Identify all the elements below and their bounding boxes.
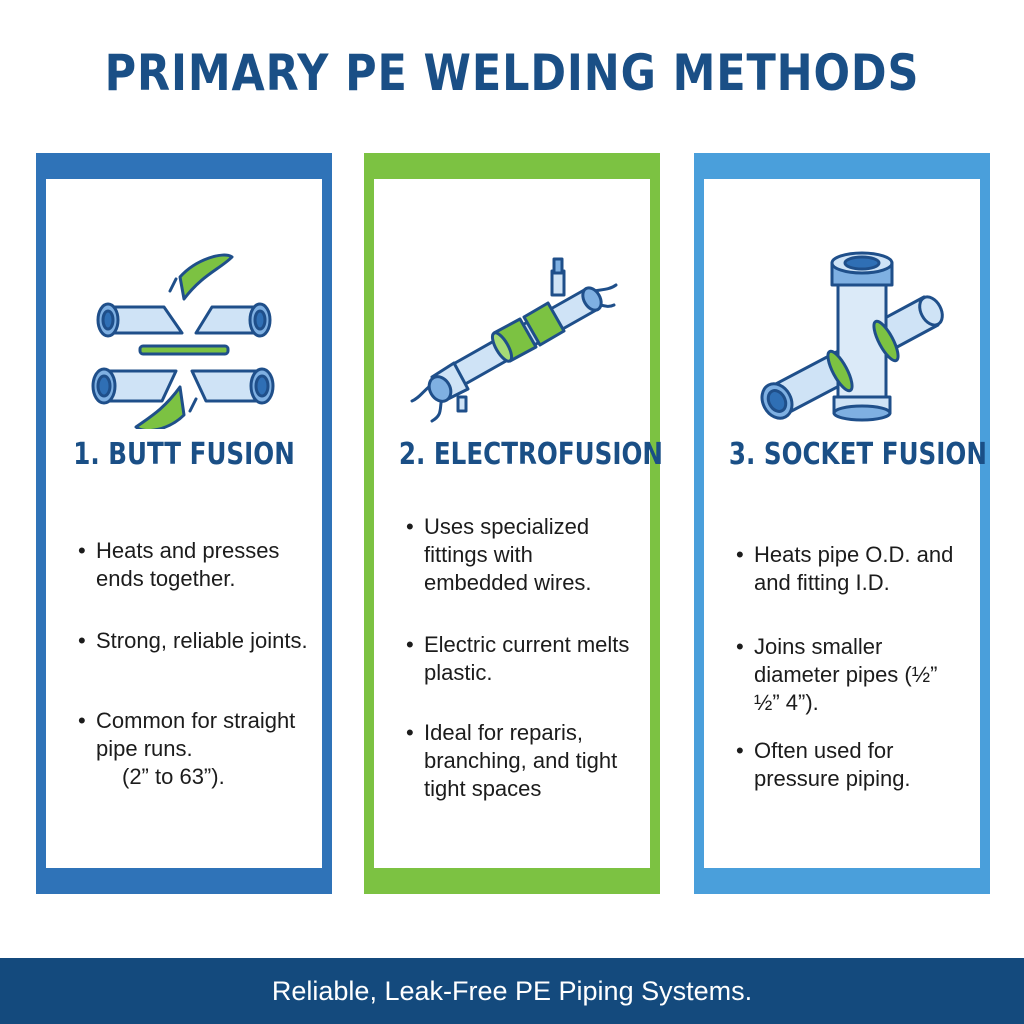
bullet-line: Uses specialized: [424, 514, 590, 539]
bullet-list: Heats and presses ends together. Strong,…: [78, 537, 314, 827]
bullet-line: Strong, reliable joints.: [96, 628, 308, 653]
bullet-line: pressure piping.: [754, 766, 911, 791]
bullet-line: branching, and tight: [424, 748, 618, 773]
bullet-line: tight spaces: [424, 776, 542, 801]
bullet-line: Common for straight: [96, 708, 296, 733]
bullet-line: Heats pipe O.D. and: [754, 542, 954, 567]
socket-tee-fitting-icon: [704, 229, 980, 429]
bullet-list: Heats pipe O.D. and and fitting I.D. Joi…: [736, 541, 972, 829]
bullet-item: Heats and presses ends together.: [78, 537, 314, 593]
bullet-line: (2” to 63”).: [122, 764, 225, 789]
bullet-item: Heats pipe O.D. and and fitting I.D.: [736, 541, 972, 597]
method-heading: 1. BUTT FUSION: [73, 437, 295, 472]
bullet-list: Uses specialized fittings with embedded …: [406, 513, 642, 839]
bullet-line: and fitting I.D.: [754, 570, 890, 595]
bullet-line: embedded wires.: [424, 570, 592, 595]
bullet-item: Common for straight pipe runs. (2” to 63…: [78, 707, 314, 791]
bullet-item: Ideal for reparis, branching, and tight …: [406, 719, 642, 803]
method-heading: 2. ELECTROFUSION: [398, 437, 663, 472]
footer-banner: Reliable, Leak-Free PE Piping Systems.: [0, 958, 1024, 1024]
panel-butt-fusion: 1. BUTT FUSION Heats and presses ends to…: [36, 153, 332, 894]
panel-socket-fusion: 3. SOCKET FUSION Heats pipe O.D. and and…: [694, 153, 990, 894]
panel-content: 2. ELECTROFUSION Uses specialized fittin…: [374, 179, 663, 868]
panel-content: 3. SOCKET FUSION Heats pipe O.D. and and…: [704, 179, 987, 868]
bullet-line: Joins smaller: [754, 634, 883, 659]
bullet-item: Electric current melts plastic.: [406, 631, 642, 687]
bullet-line: fittings with: [424, 542, 533, 567]
bullet-line: ends together.: [96, 566, 236, 591]
bullet-line: Heats and presses: [96, 538, 280, 563]
bullet-item: Uses specialized fittings with embedded …: [406, 513, 642, 597]
bullet-item: Strong, reliable joints.: [78, 627, 314, 655]
bullet-line: Ideal for reparis,: [424, 720, 583, 745]
bullet-line: Electric current melts: [424, 632, 630, 657]
bullet-item: Joins smaller diameter pipes (½” ½” 4”).: [736, 633, 972, 717]
bullet-line: pipe runs.: [96, 736, 193, 761]
method-heading: 3. SOCKET FUSION: [728, 437, 987, 472]
panel-electrofusion: 2. ELECTROFUSION Uses specialized fittin…: [364, 153, 663, 894]
bullet-item: Often used for pressure piping.: [736, 737, 972, 793]
electrofusion-fitting-icon: [374, 229, 650, 429]
footer-tagline: Reliable, Leak-Free PE Piping Systems.: [271, 976, 753, 1006]
bullet-line: diameter pipes (½”: [754, 662, 938, 687]
page-title: PRIMARY PE WELDING METHODS: [104, 44, 920, 102]
bullet-line: plastic.: [424, 660, 493, 685]
butt-fusion-pipes-icon: [46, 229, 322, 429]
bullet-line: ½” 4”).: [754, 690, 819, 715]
panel-content: 1. BUTT FUSION Heats and presses ends to…: [46, 179, 322, 868]
bullet-line: Often used for: [754, 738, 894, 763]
